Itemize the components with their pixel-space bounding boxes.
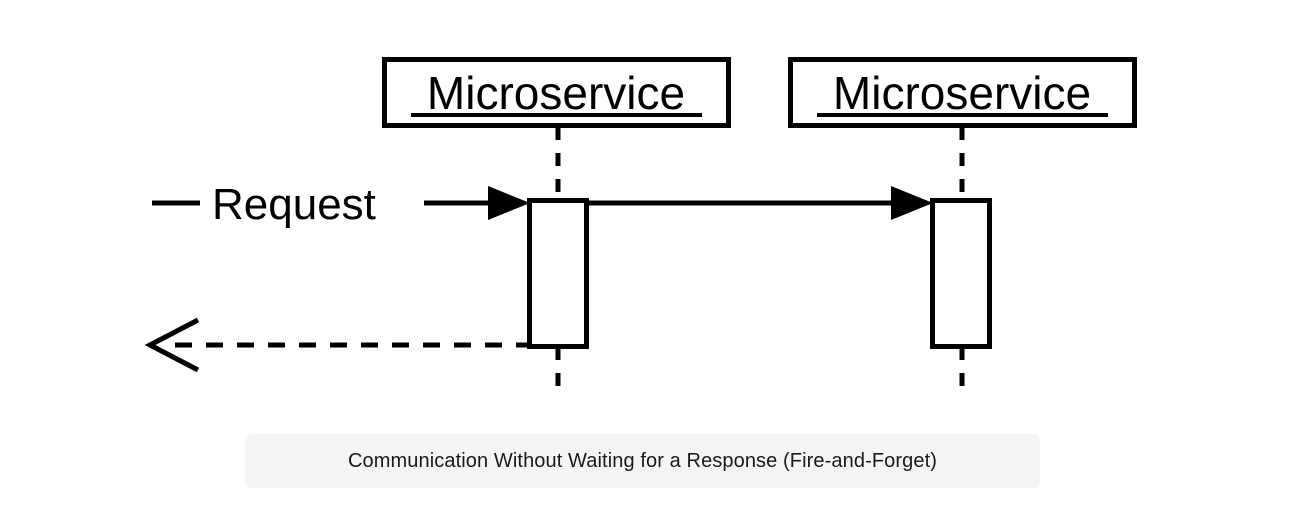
participant-left-label: Microservice — [427, 67, 685, 119]
request-message-label: Request — [212, 180, 376, 229]
forward-arrowhead-icon — [891, 186, 933, 220]
forward-message[interactable] — [586, 186, 933, 220]
participant-right[interactable]: Microservice — [788, 57, 1137, 128]
return-message[interactable] — [144, 317, 532, 373]
caption-text: Communication Without Waiting for a Resp… — [347, 449, 937, 472]
activation-right[interactable] — [930, 198, 992, 349]
return-arrowhead-icon — [144, 317, 200, 373]
caption-panel: Communication Without Waiting for a Resp… — [245, 434, 1040, 488]
activation-left[interactable] — [527, 198, 589, 349]
participant-right-label: Microservice — [833, 67, 1091, 119]
request-arrowhead-icon — [488, 186, 530, 220]
participant-left[interactable]: Microservice — [382, 57, 731, 128]
request-message[interactable]: Request — [152, 180, 530, 229]
